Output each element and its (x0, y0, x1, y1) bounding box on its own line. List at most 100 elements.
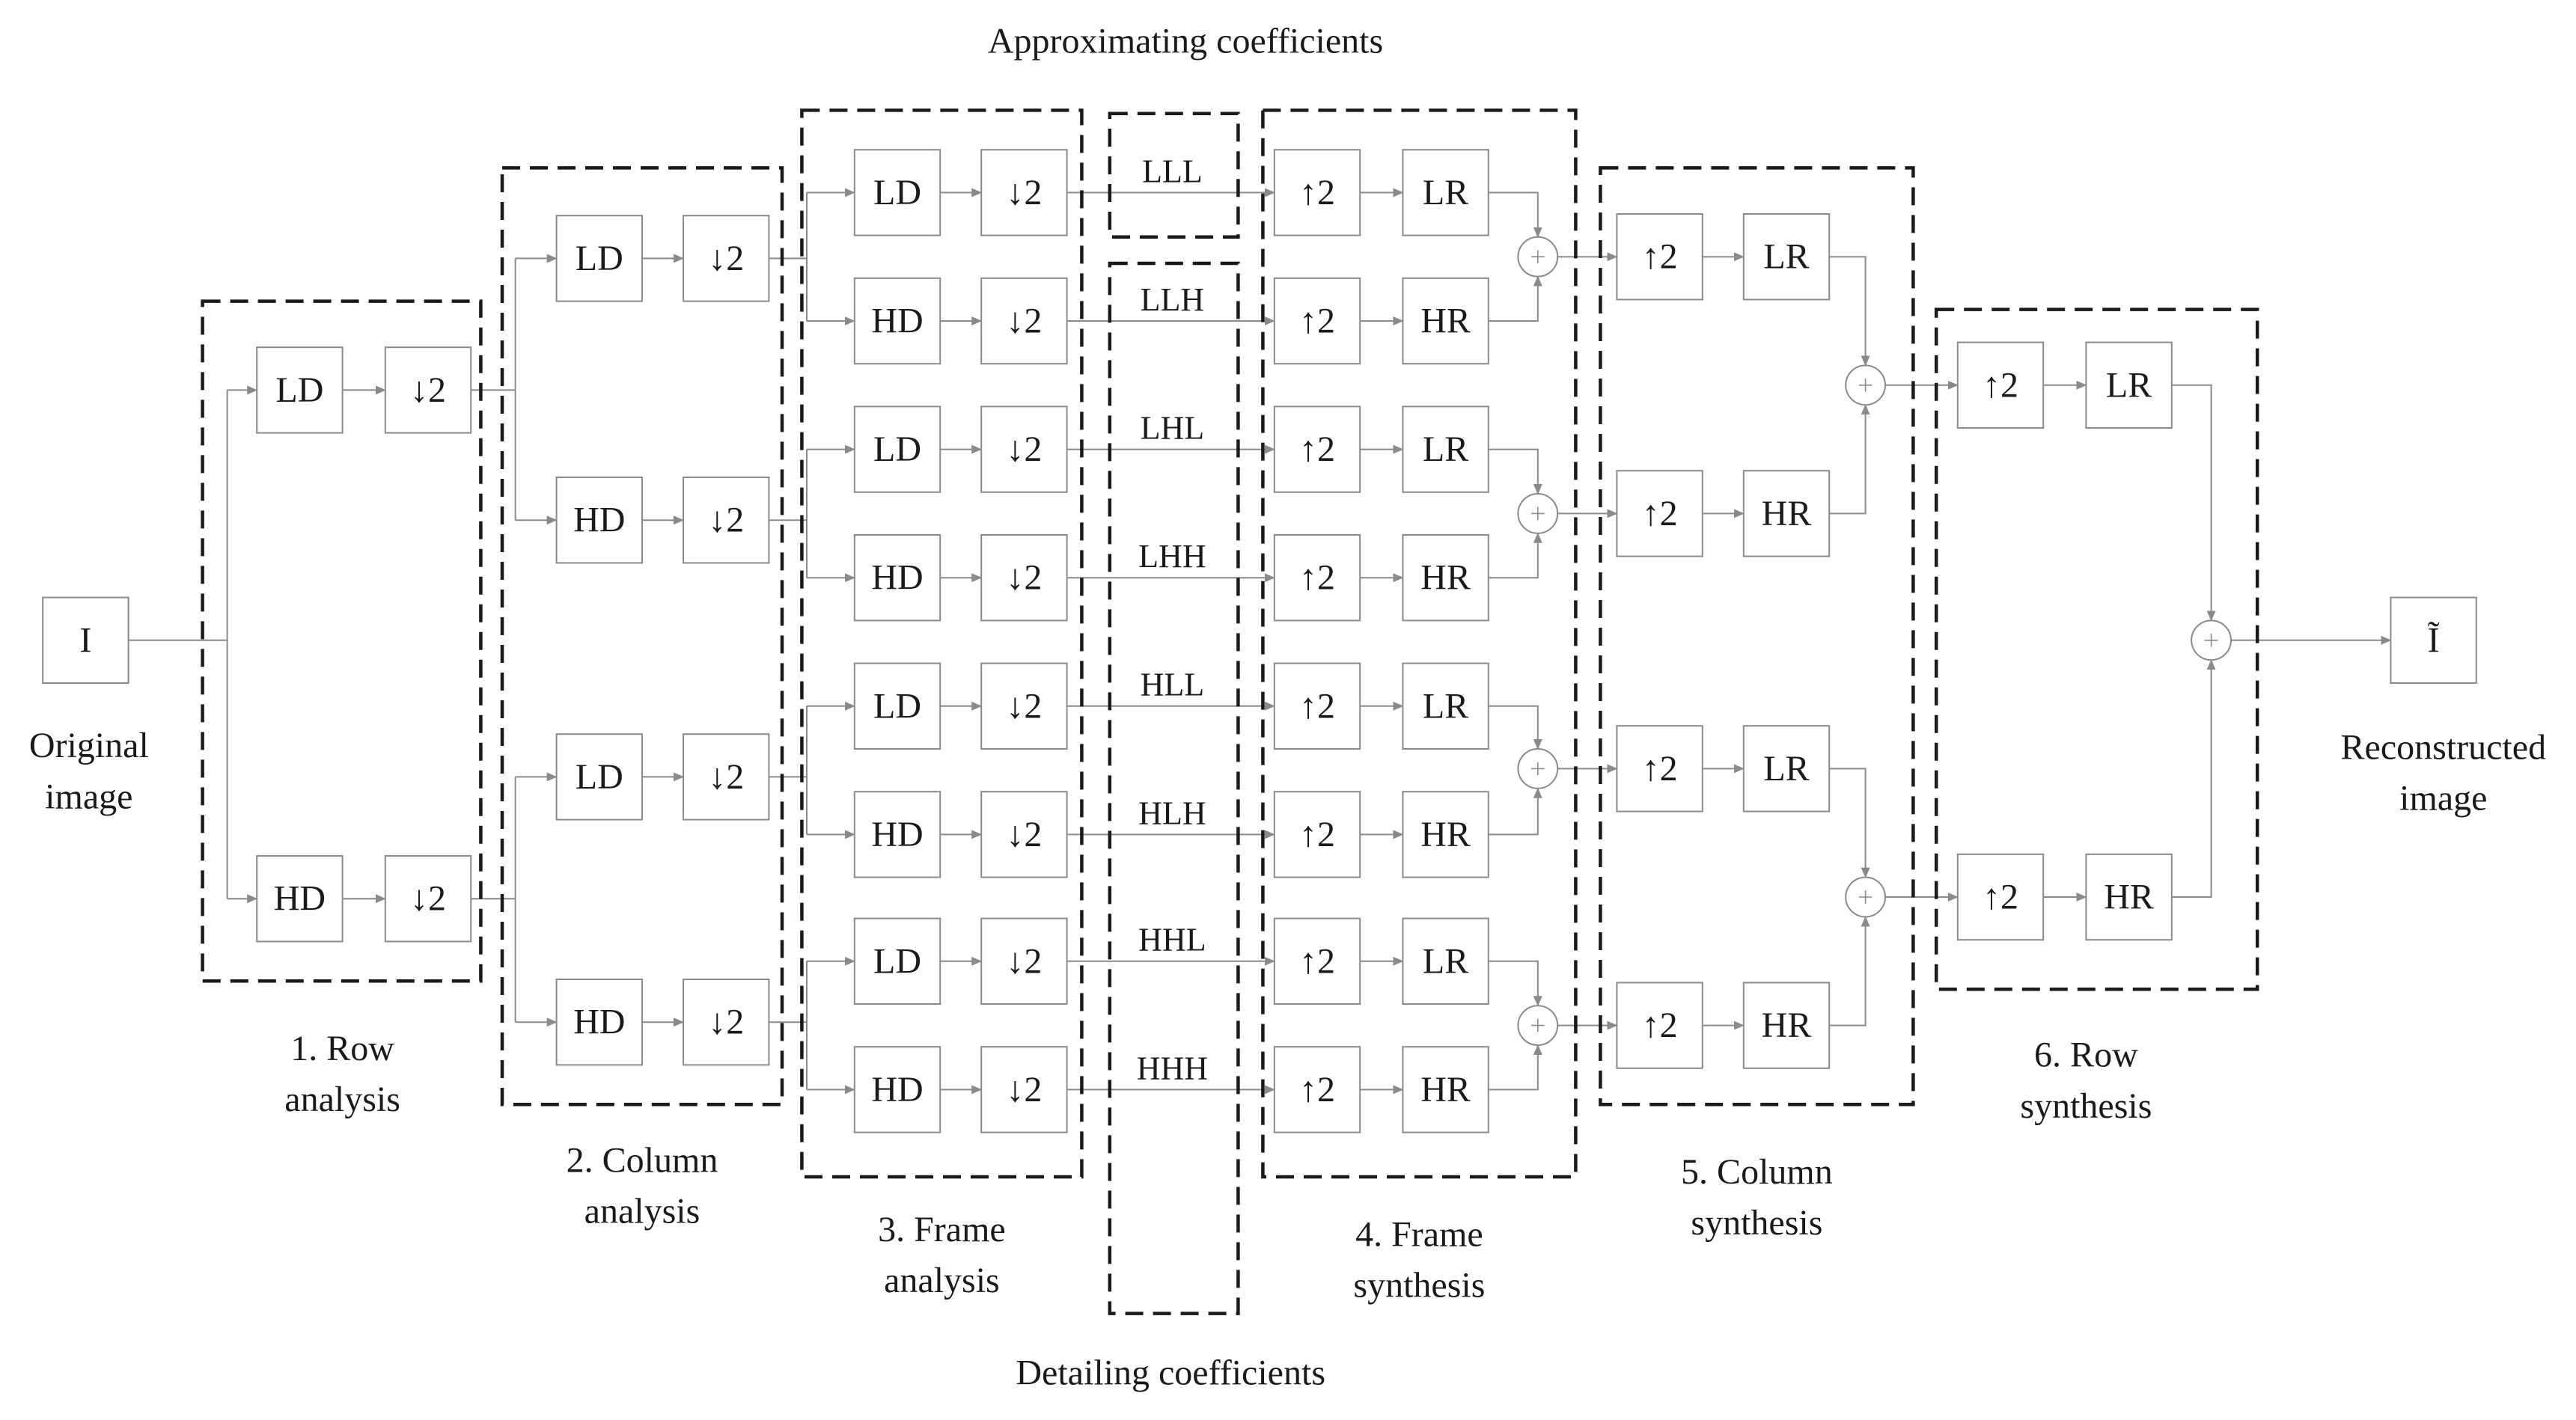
frame-synthesis-upsampler-label: ↑2 (1299, 686, 1335, 726)
coefficient-label-hhh: HHH (1137, 1050, 1208, 1086)
frame-synthesis-sum-node (1517, 748, 1559, 789)
column-analysis-hd-filter: HD (555, 979, 643, 1066)
row-synthesis-lr-filter-label: LR (2106, 365, 2152, 405)
signal-wire (1488, 787, 1542, 836)
stage-label-column-synthesis: 5. Column (1681, 1152, 1833, 1192)
frame-synthesis-lr-filter-label: LR (1423, 429, 1468, 469)
column-analysis-ld-filter: LD (555, 215, 643, 302)
stage-frame-column-analysis (500, 166, 784, 1107)
signal-wire (1488, 448, 1542, 495)
reconstructed-image-node-label: Ĩ (2428, 620, 2440, 660)
frame-synthesis-hr-filter: HR (1402, 277, 1489, 365)
row-analysis-ld-filter-label: LD (275, 370, 323, 410)
frame-analysis-hd-filter: HD (853, 1046, 941, 1133)
column-synthesis-hr-filter: HR (1742, 982, 1831, 1069)
frame-analysis-ld-filter-label: LD (873, 173, 921, 212)
input-image-node: I (42, 596, 129, 684)
output-caption: Reconstructed (2341, 727, 2547, 767)
frame-synthesis-lr-filter: LR (1402, 662, 1489, 750)
frame-analysis-ld-filter-label: LD (873, 941, 921, 981)
frame-analysis-downsampler: ↓2 (980, 277, 1068, 365)
diagram-nodes: ILD↓2HD↓2LD↓2HD↓2LD↓2HD↓2LD↓2HD↓2LD↓2HD↓… (42, 149, 2477, 1133)
frame-analysis-downsampler: ↓2 (980, 662, 1068, 750)
frame-analysis-ld-filter-label: LD (873, 686, 921, 726)
signal-wire (1829, 404, 1870, 515)
frame-analysis-downsampler-label: ↓2 (1006, 558, 1042, 598)
column-synthesis-hr-filter: HR (1742, 470, 1831, 557)
stage-label-frame-synthesis: synthesis (1353, 1266, 1485, 1306)
stage-label-frame-synthesis: 4. Frame (1355, 1215, 1483, 1255)
frame-synthesis-hr-filter-label: HR (1420, 302, 1471, 341)
column-analysis-downsampler: ↓2 (683, 215, 770, 302)
stage-label-column-synthesis: synthesis (1691, 1203, 1822, 1243)
frame-synthesis-sum-node (1517, 236, 1559, 278)
signal-wire (1829, 916, 1870, 1026)
signal-wire (1488, 1044, 1542, 1091)
detailing-coefficients-frame (1108, 261, 1240, 1315)
frame-analysis-ld-filter: LD (853, 662, 941, 750)
coefficient-label-hhl: HHL (1138, 922, 1206, 958)
frame-synthesis-lr-filter-label: LR (1423, 686, 1468, 726)
coefficient-label-lhh: LHH (1138, 538, 1206, 575)
signal-wire (1488, 960, 1542, 1007)
stage-label-frame-analysis: 3. Frame (878, 1210, 1006, 1249)
row-synthesis-upsampler: ↑2 (1956, 341, 2045, 429)
coefficient-label-hll: HLL (1141, 667, 1205, 703)
column-analysis-downsampler-label: ↓2 (708, 501, 744, 540)
column-analysis-hd-filter-label: HD (573, 1003, 625, 1042)
signal-wire (2171, 384, 2216, 622)
stage-frame-frame-synthesis (1261, 108, 1578, 1179)
frame-analysis-downsampler-label: ↓2 (1006, 941, 1042, 981)
stage-label-row-analysis: 1. Row (290, 1029, 394, 1068)
frame-synthesis-upsampler: ↑2 (1273, 277, 1361, 365)
stage-label-row-synthesis: synthesis (2020, 1086, 2152, 1126)
frame-analysis-downsampler: ↓2 (980, 917, 1068, 1005)
column-synthesis-upsampler-label: ↑2 (1642, 494, 1678, 533)
column-synthesis-sum-node (1845, 364, 1887, 406)
column-analysis-ld-filter-label: LD (576, 757, 623, 797)
row-analysis-downsampler-label: ↓2 (410, 879, 446, 919)
frame-analysis-downsampler-label: ↓2 (1006, 173, 1042, 212)
column-analysis-downsampler: ↓2 (683, 477, 770, 564)
frame-synthesis-hr-filter-label: HR (1420, 815, 1471, 854)
frame-synthesis-lr-filter-label: LR (1423, 173, 1468, 212)
frame-synthesis-hr-filter-label: HR (1420, 1070, 1471, 1110)
frame-synthesis-upsampler: ↑2 (1273, 1046, 1361, 1133)
row-synthesis-upsampler-label: ↑2 (1983, 878, 2018, 917)
column-analysis-hd-filter-label: HD (573, 501, 625, 540)
frame-analysis-hd-filter-label: HD (871, 302, 923, 341)
frame-synthesis-upsampler-label: ↑2 (1299, 558, 1335, 598)
column-analysis-downsampler-label: ↓2 (708, 757, 744, 797)
stage-frames (201, 108, 2259, 1315)
frame-analysis-hd-filter-label: HD (871, 1070, 923, 1110)
row-synthesis-upsampler-label: ↑2 (1983, 365, 2018, 405)
detailing-coefficients-label: Detailing coefficients (1016, 1353, 1325, 1392)
input-image-node-label: I (79, 620, 91, 660)
row-analysis-hd-filter: HD (256, 855, 344, 943)
frame-analysis-downsampler-label: ↓2 (1006, 686, 1042, 726)
coefficient-label-lhl: LHL (1141, 410, 1205, 447)
column-analysis-ld-filter: LD (555, 733, 643, 821)
row-analysis-downsampler: ↓2 (384, 346, 472, 434)
frame-synthesis-upsampler-label: ↑2 (1299, 1070, 1335, 1110)
frame-synthesis-upsampler-label: ↑2 (1299, 941, 1335, 981)
frame-synthesis-lr-filter: LR (1402, 149, 1489, 236)
column-analysis-hd-filter: HD (555, 477, 643, 564)
stage-label-column-analysis: analysis (585, 1192, 701, 1231)
column-synthesis-sum-node (1845, 876, 1887, 918)
column-synthesis-upsampler: ↑2 (1616, 213, 1703, 301)
column-synthesis-lr-filter-label: LR (1763, 749, 1809, 789)
row-analysis-ld-filter: LD (256, 346, 344, 434)
column-synthesis-upsampler: ↑2 (1616, 725, 1703, 812)
signal-wire (1488, 192, 1542, 238)
output-caption: image (2399, 779, 2487, 818)
coefficient-label-hlh: HLH (1138, 795, 1206, 831)
frame-synthesis-hr-filter: HR (1402, 1046, 1489, 1133)
frame-analysis-ld-filter-label: LD (873, 429, 921, 469)
reconstructed-image-node: Ĩ (2390, 596, 2477, 684)
signal-wires (128, 188, 2392, 1095)
frame-analysis-ld-filter: LD (853, 917, 941, 1005)
signal-wire (1488, 275, 1542, 322)
frame-synthesis-upsampler-label: ↑2 (1299, 173, 1335, 212)
